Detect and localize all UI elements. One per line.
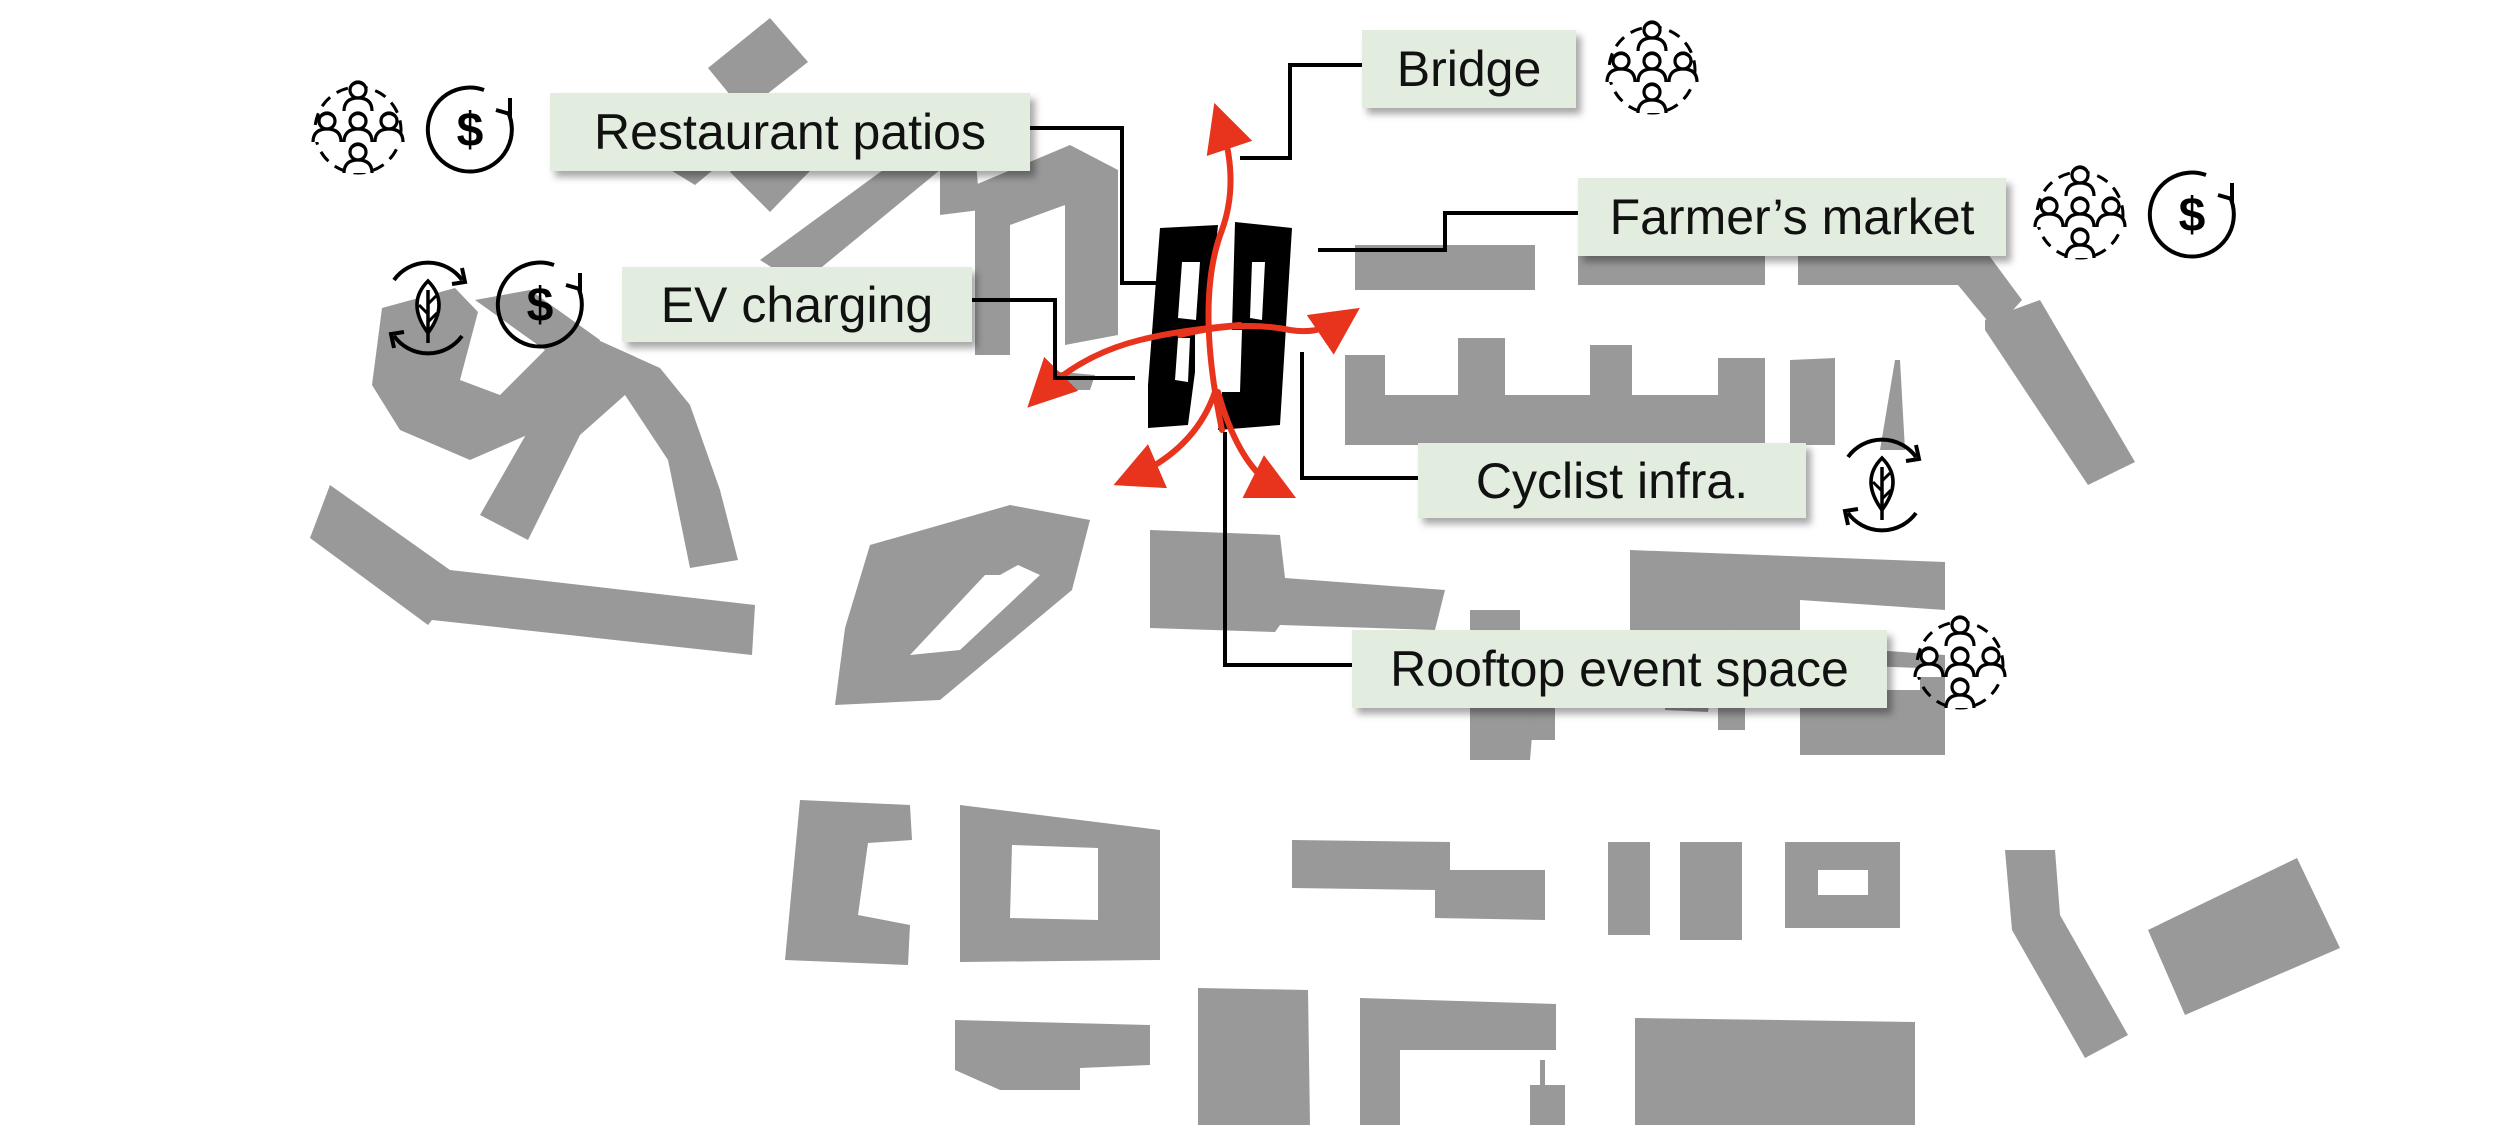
people-network-icon xyxy=(2035,167,2125,258)
leader-restaurant-patios xyxy=(1030,126,1170,285)
label-restaurant-patios: Restaurant patios xyxy=(550,93,1030,171)
label-ev-charging: EV charging xyxy=(622,267,972,342)
building xyxy=(2148,858,2340,1015)
arrow-southeast xyxy=(1215,389,1297,499)
building xyxy=(1608,842,1650,935)
focus-building-west xyxy=(1148,225,1218,428)
building xyxy=(955,1020,1150,1090)
building xyxy=(1540,1060,1545,1100)
building xyxy=(310,485,755,655)
building xyxy=(785,800,912,965)
leader-rooftop-event-space xyxy=(1223,432,1352,667)
building xyxy=(1680,842,1742,940)
leader-bridge xyxy=(1240,63,1362,160)
svg-text:$: $ xyxy=(2179,189,2206,242)
building xyxy=(1635,1018,1915,1125)
circulation-arrows xyxy=(1027,102,1360,499)
building xyxy=(1292,840,1545,920)
building xyxy=(1818,870,1868,895)
building xyxy=(1198,988,1310,1125)
building xyxy=(1355,245,1535,290)
building xyxy=(1345,338,1765,445)
building xyxy=(975,145,1118,355)
svg-text:$: $ xyxy=(527,279,554,332)
building xyxy=(910,565,1040,655)
label-bridge: Bridge xyxy=(1362,30,1576,108)
leader-ev-charging xyxy=(970,298,1135,380)
building xyxy=(1010,845,1098,920)
building xyxy=(1635,590,1730,635)
building xyxy=(1150,530,1445,632)
arrow-west xyxy=(1027,322,1243,408)
building xyxy=(1470,700,1535,760)
people-network-icon xyxy=(1915,617,2005,708)
building xyxy=(1880,360,1905,450)
building xyxy=(1530,1085,1565,1125)
dollar-cycle-icon: $ xyxy=(495,260,584,349)
leader-farmers-market xyxy=(1318,211,1578,252)
label-cyclist-infra: Cyclist infra. xyxy=(1418,443,1806,518)
leaf-cycle-icon xyxy=(1843,437,1921,533)
building xyxy=(480,340,738,568)
arrow-north xyxy=(1205,102,1253,433)
building xyxy=(708,18,808,112)
svg-text:$: $ xyxy=(457,104,484,157)
building xyxy=(1360,998,1556,1125)
dollar-cycle-icon: $ xyxy=(425,85,514,174)
label-farmers-market: Farmer’s market xyxy=(1578,178,2006,256)
building xyxy=(1798,242,2022,330)
building xyxy=(1985,300,2135,485)
building xyxy=(2005,850,2128,1058)
people-network-icon xyxy=(313,82,403,173)
arrow-southwest xyxy=(1113,389,1218,489)
label-rooftop-event-space: Rooftop event space xyxy=(1352,630,1887,708)
building xyxy=(1790,358,1835,445)
context-buildings xyxy=(310,18,2340,1125)
leader-lines xyxy=(970,63,1578,667)
people-network-icon xyxy=(1607,22,1697,113)
dollar-cycle-icon: $ xyxy=(2147,170,2236,259)
leader-cyclist-infra xyxy=(1300,352,1418,480)
